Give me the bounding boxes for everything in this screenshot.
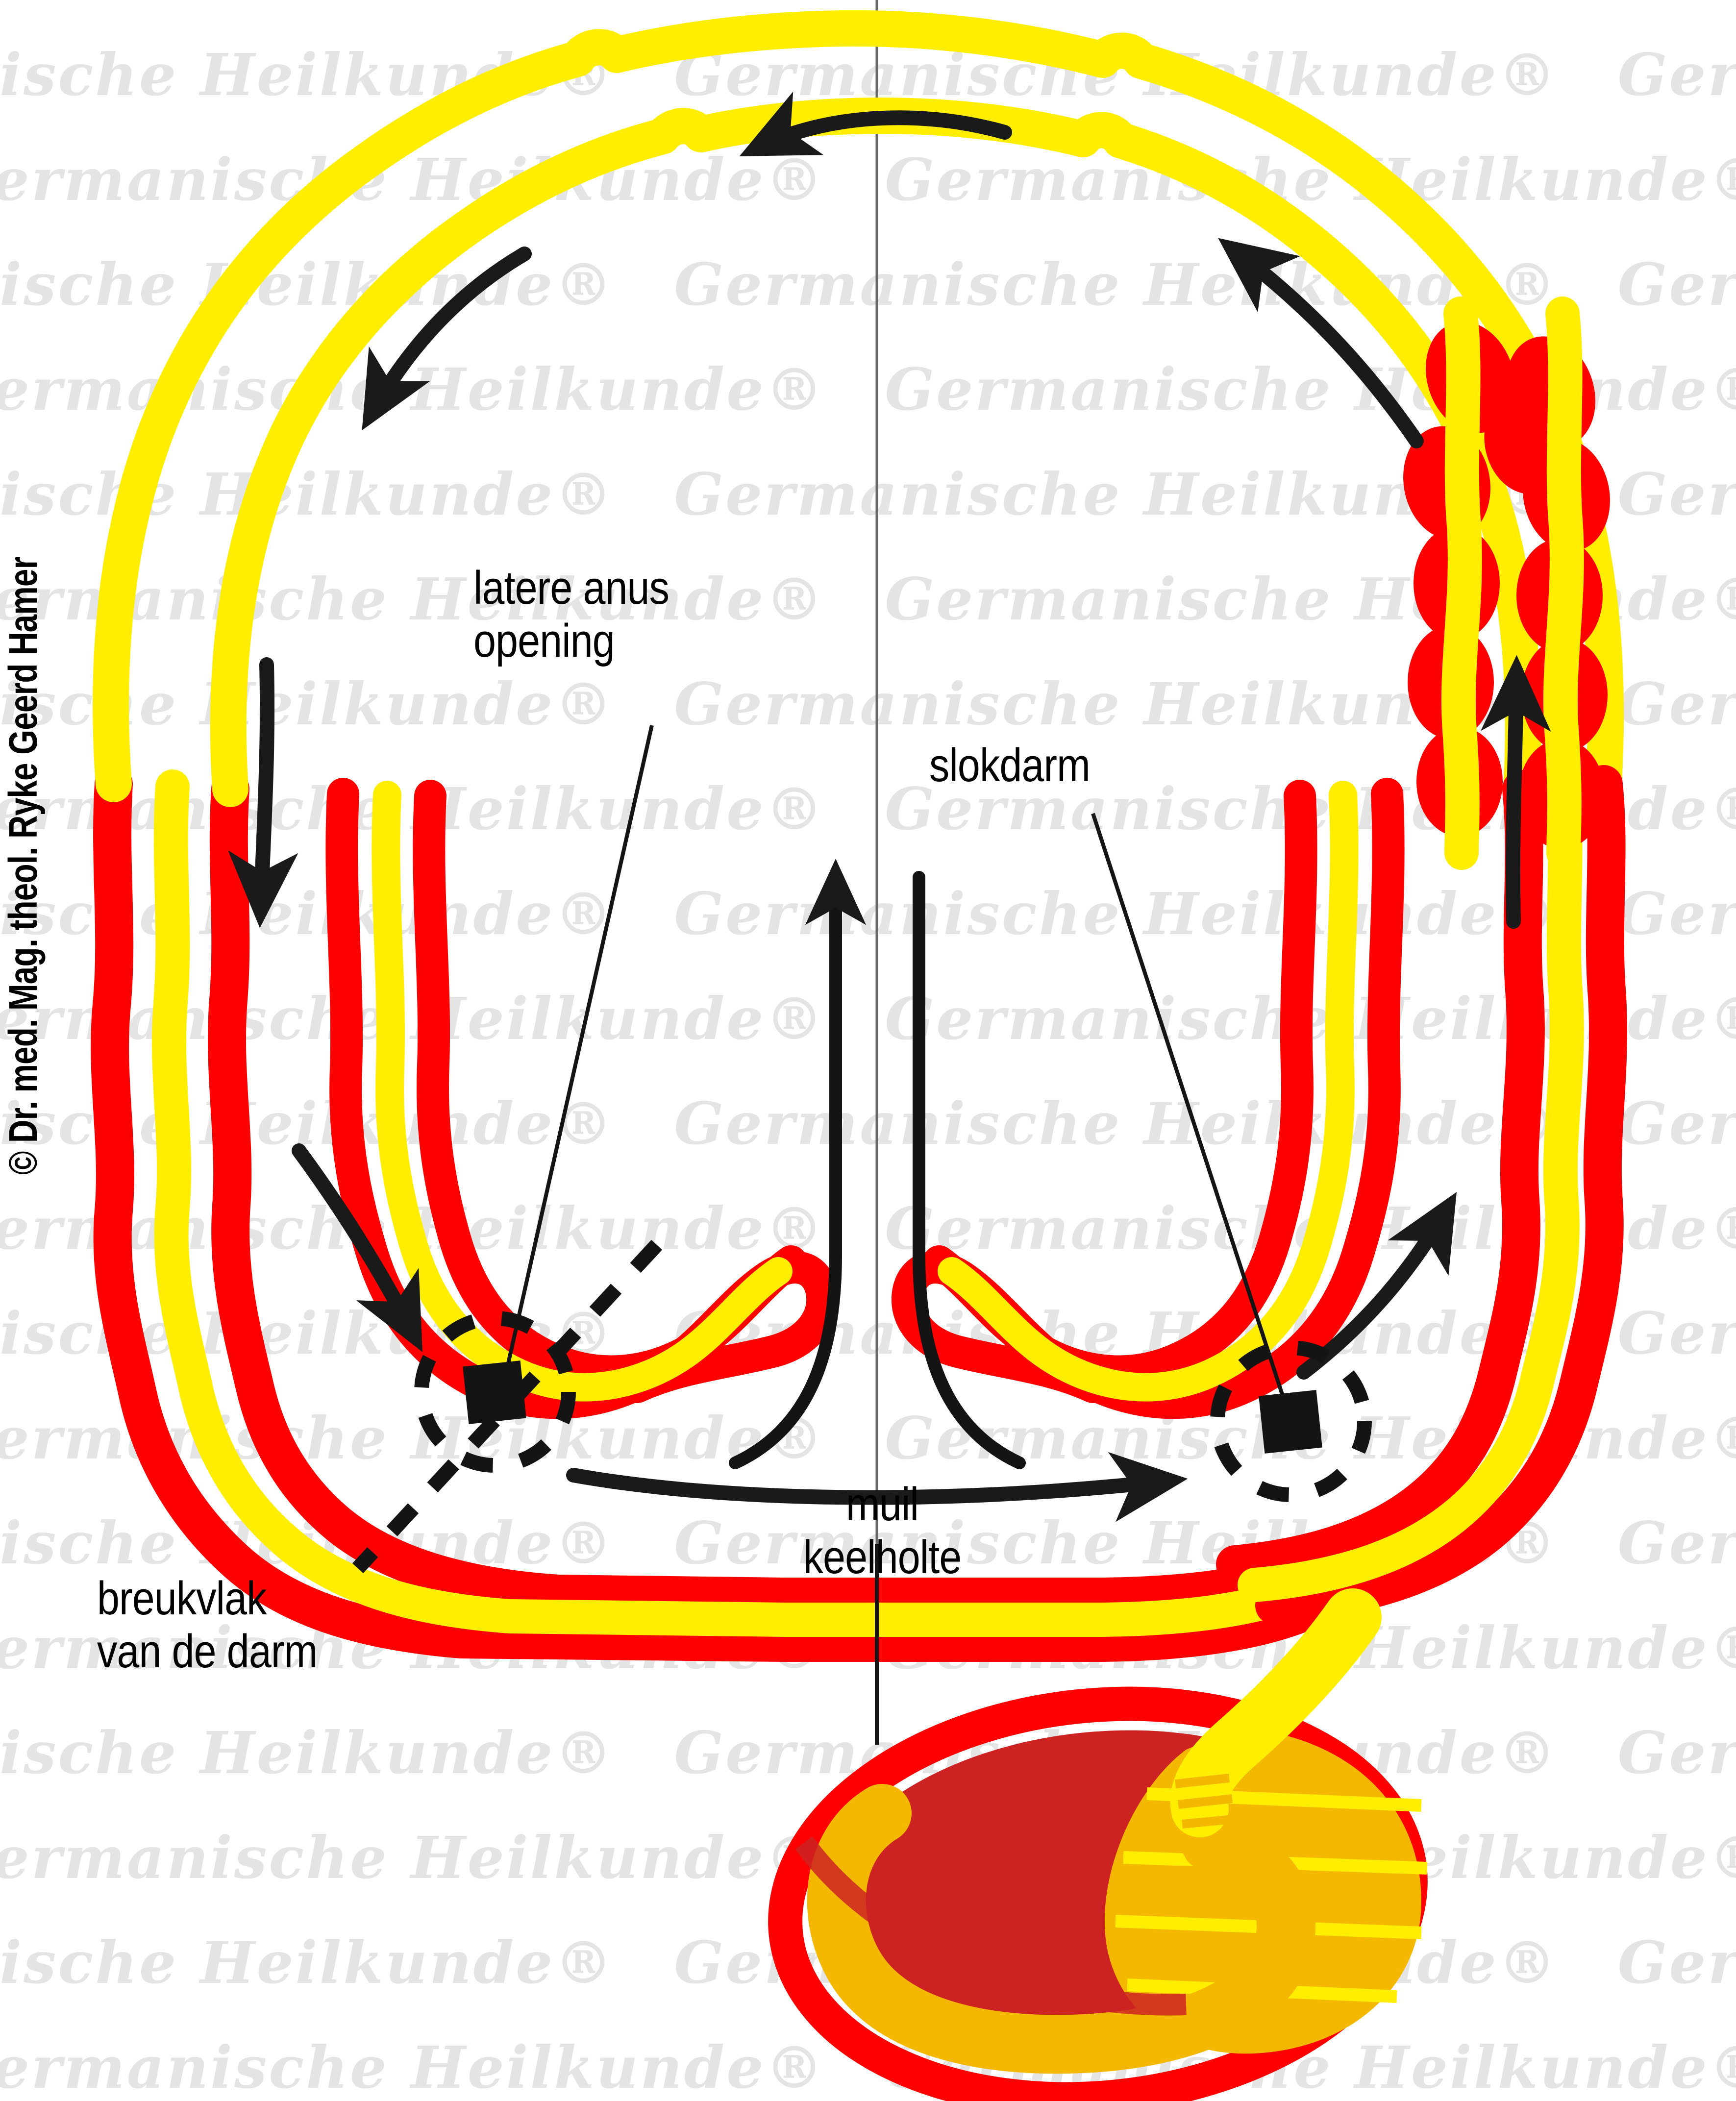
right-medial-hook: [891, 778, 1405, 1419]
breukvlak-marker-right[interactable]: [1210, 1340, 1372, 1502]
leader-lines: [499, 725, 1293, 1745]
label-slokdarm: slokdarm: [929, 739, 1091, 791]
arrow-right-up: [1480, 655, 1551, 929]
copyright-notice: © Dr. med. Mag. theol. Ryke Geerd Hamer: [0, 518, 47, 1175]
arrow-left-to-marker: [292, 1143, 423, 1352]
cut-line-left: [352, 1239, 663, 1574]
mouth-pharynx-outline: [729, 859, 1026, 1469]
copyright-text: © Dr. med. Mag. theol. Ryke Geerd Hamer: [1, 557, 46, 1175]
flow-arrows: [228, 91, 1551, 1522]
arrow-bottom-right: [566, 1452, 1188, 1522]
stomach-group: [768, 1588, 1428, 2101]
right-limb-tube: [1216, 765, 1628, 1625]
label-breukvlak-van-de-darm: breukvlak van de darm: [97, 1572, 318, 1678]
label-muil-keelholte: muil keelholte: [803, 1478, 962, 1584]
leader-anus: [499, 725, 654, 1396]
label-latere-anus-opening: latere anus opening: [473, 562, 670, 667]
arrow-upper-right: [1218, 238, 1424, 448]
breukvlak-marker-left[interactable]: [414, 1311, 576, 1473]
arrow-upper-left: [362, 247, 532, 431]
arrow-top-left: [739, 91, 1012, 156]
left-medial-hook: [325, 778, 839, 1419]
leader-slokdarm: [1091, 813, 1293, 1422]
arrow-left-down: [228, 657, 298, 928]
nodule-core-overlay: [1441, 297, 1584, 870]
fracture-cut-lines: [352, 1239, 663, 1574]
